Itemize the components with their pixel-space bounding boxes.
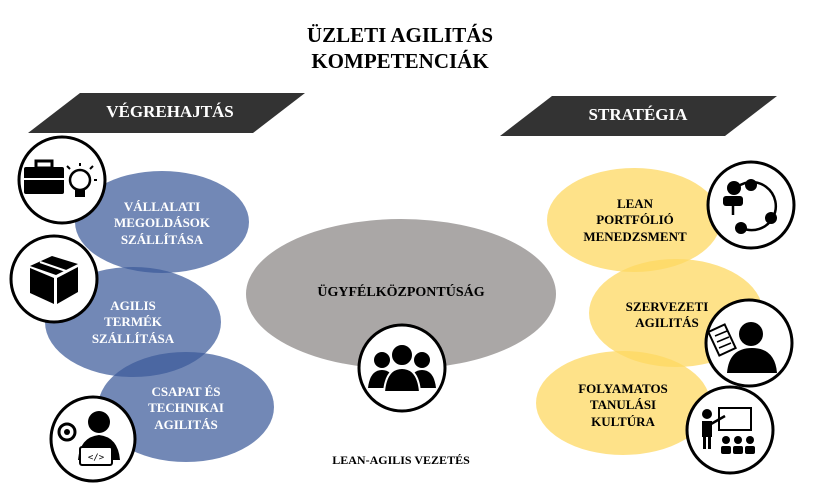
right-item-1-label: LEAN PORTFÓLIÓ MENEDZSMENT	[583, 196, 687, 244]
svg-text:</>: </>	[88, 453, 105, 463]
page-title: ÜZLETI AGILITÁS KOMPETENCIÁK	[306, 23, 494, 74]
right-banner-label: STRATÉGIA	[588, 105, 688, 124]
network-people-icon	[706, 160, 796, 250]
developer-laptop-icon: </>	[49, 395, 137, 483]
right-banner-shape	[500, 96, 777, 136]
center-label: ÜGYFÉLKÖZPONTÚSÁG	[317, 285, 485, 300]
center-ellipse	[246, 219, 556, 369]
left-banner-label: VÉGREHAJTÁS	[106, 102, 234, 121]
footer-label: LEAN-AGILIS VEZETÉS	[332, 453, 470, 467]
right-item-2-label: SZERVEZETI AGILITÁS	[625, 299, 709, 331]
package-box-icon	[9, 234, 99, 324]
left-item-2-label: AGILIS TERMÉK SZÁLLÍTÁSA	[91, 298, 175, 346]
person-checklist-icon	[704, 298, 794, 388]
customer-group-icon	[357, 323, 447, 413]
left-ellipse-1	[75, 171, 249, 273]
left-item-3-label: CSAPAT ÉS TECHNIKAI AGILITÁS	[148, 384, 224, 432]
left-ellipse-3	[98, 352, 274, 462]
right-item-3-label: FOLYAMATOS TANULÁSI KULTÚRA	[578, 381, 668, 429]
briefcase-lightbulb-icon	[17, 135, 107, 225]
teacher-class-icon	[685, 385, 775, 475]
right-ellipse-1	[547, 168, 721, 272]
right-ellipse-3	[536, 351, 710, 455]
left-item-1-label: VÁLLALATI MEGOLDÁSOK SZÁLLÍTÁSA	[113, 199, 211, 247]
left-banner-shape	[28, 93, 305, 133]
